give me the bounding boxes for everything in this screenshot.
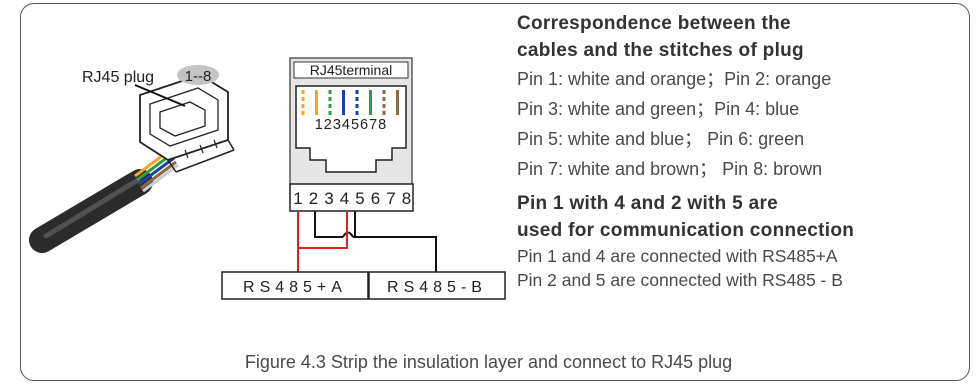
terminal-wires [301, 90, 399, 115]
connector-pin-8: 8 [402, 189, 411, 208]
pin-line-4: Pin 7: white and brown； Pin 8: brown [517, 159, 823, 179]
cable-illustration [29, 148, 179, 253]
pin-line-2: Pin 3: white and green；Pin 4: blue [517, 99, 800, 119]
terminal-label: RJ45terminal [310, 62, 392, 78]
connector-pin-6: 6 [371, 189, 380, 208]
pin-range-badge [177, 65, 219, 85]
pin-line-1: Pin 1: white and orange；Pin 2: orange [517, 69, 832, 89]
heading-line-2: cables and the stitches of plug [517, 40, 804, 61]
rs485-b-label: RS485-B [387, 279, 487, 296]
connector-pin-2: 2 [309, 189, 318, 208]
connector-pin-4: 4 [340, 189, 349, 208]
pin-description-panel: Correspondence between the cables and th… [517, 10, 962, 292]
comm-line-2: Pin 2 and 5 are connected with RS485 - B [517, 270, 843, 290]
figure-caption: Figure 4.3 Strip the insulation layer an… [244, 352, 733, 372]
rs485-b-box [368, 271, 506, 300]
pin-range-label: 1--8 [185, 68, 212, 85]
comm-line-1: Pin 1 and 4 are connected with RS485+A [517, 246, 838, 266]
heading-line-1: Correspondence between the [517, 13, 791, 34]
red-wires [297, 211, 348, 272]
terminal-pin-numbers: 12345678 [315, 117, 388, 133]
pin-line-3: Pin 5: white and blue； Pin 6: green [517, 129, 805, 149]
connector-pin-1: 1 [293, 189, 302, 208]
heading-line-3: Pin 1 with 4 and 2 with 5 are [517, 193, 779, 214]
plug-pointer-line [134, 84, 186, 107]
plug-label: RJ45 plug [82, 69, 154, 86]
connector-pin-7: 7 [386, 189, 395, 208]
figure-frame [20, 3, 970, 381]
rs485-a-box [221, 271, 369, 300]
black-wires [314, 211, 437, 272]
connector-pin-5: 5 [355, 189, 364, 208]
rj45-terminal: RJ45terminal 12345678 [289, 57, 413, 199]
connector-block [289, 183, 414, 212]
rs485-a-label: RS485+A [243, 279, 347, 296]
connector-pin-3: 3 [324, 189, 333, 208]
heading-line-4: used for communication connection [517, 220, 855, 241]
rj45-plug [139, 74, 235, 173]
